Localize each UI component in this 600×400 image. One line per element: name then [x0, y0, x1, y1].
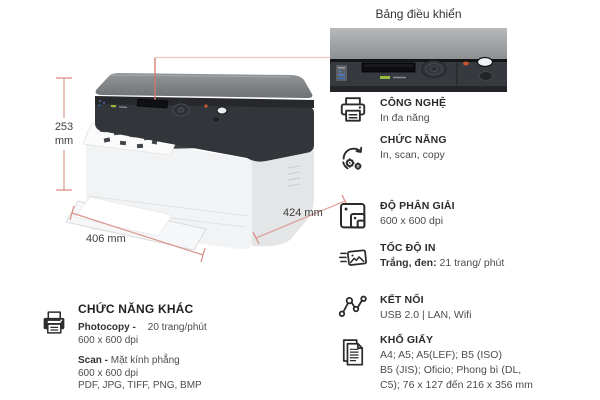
- dimension-depth-label: 424 mm: [283, 207, 323, 219]
- control-panel-inset-image: [330, 28, 507, 92]
- speed-icon: [336, 246, 370, 270]
- photocopy-line: Photocopy -20 trang/phút: [78, 322, 207, 333]
- spec-value: 600 x 600 dpi: [380, 214, 444, 227]
- spec-item-kho-giay: KHỔ GIẤY A4; A5; A5(LEF); B5 (ISO) B5 (J…: [336, 334, 580, 392]
- spec-label: KẾT NỐI: [380, 294, 424, 306]
- other-functions-heading: CHỨC NĂNG KHÁC: [78, 302, 194, 316]
- spec-value: Trắng, đen: 21 trang/ phút: [380, 256, 505, 269]
- dimension-width-label: 406 mm: [86, 233, 126, 245]
- spec-item-chuc-nang: CHỨC NĂNG In, scan, copy: [336, 134, 580, 173]
- scan-dpi: 600 x 600 dpi: [78, 367, 139, 379]
- other-functions-block: CHỨC NĂNG KHÁC Photocopy -20 trang/phút …: [40, 302, 310, 393]
- gears-icon: [336, 143, 370, 173]
- spec-value-lines: A4; A5; A5(LEF); B5 (ISO) B5 (JIS); Ofic…: [380, 349, 533, 391]
- dimension-lines: [56, 56, 349, 263]
- photocopy-dpi: 600 x 600 dpi: [78, 334, 139, 346]
- scan-line: Scan - Mặt kính phẳng: [78, 355, 180, 366]
- network-icon: [336, 294, 370, 318]
- spec-value: USB 2.0 | LAN, Wifi: [380, 308, 472, 321]
- dimension-height-label: 253 mm: [47, 118, 81, 150]
- spec-label: CHỨC NĂNG: [380, 134, 447, 146]
- spec-item-cong-nghe: CÔNG NGHỆ In đa năng: [336, 97, 580, 125]
- spec-label: ĐỘ PHÂN GIẢI: [380, 200, 455, 212]
- spec-item-do-phan-giai: ĐỘ PHÂN GIẢI 600 x 600 dpi: [336, 200, 580, 232]
- printer-icon: [336, 95, 370, 125]
- spec-label: KHỔ GIẤY: [380, 334, 434, 346]
- spec-label: CÔNG NGHỆ: [380, 97, 447, 109]
- resolution-icon: [336, 200, 370, 232]
- printer-control-strip: [98, 98, 228, 124]
- spec-label: TỐC ĐỘ IN: [380, 242, 436, 254]
- depth-dimension-line: [255, 200, 346, 239]
- scan-formats: PDF, JPG, TIFF, PNG, BMP: [78, 380, 202, 391]
- paper-icon: [336, 337, 370, 369]
- spec-value: In, scan, copy: [380, 148, 445, 161]
- spec-item-ket-noi: KẾT NỐI USB 2.0 | LAN, Wifi: [336, 294, 580, 321]
- spec-value: In đa năng: [380, 111, 430, 124]
- spec-item-toc-do-in: TỐC ĐỘ IN Trắng, đen: 21 trang/ phút: [336, 242, 580, 270]
- inset-title: Bảng điều khiển: [375, 7, 462, 21]
- printer-photo: [65, 73, 314, 251]
- width-dimension-line: [71, 212, 204, 256]
- copier-icon: [40, 308, 68, 338]
